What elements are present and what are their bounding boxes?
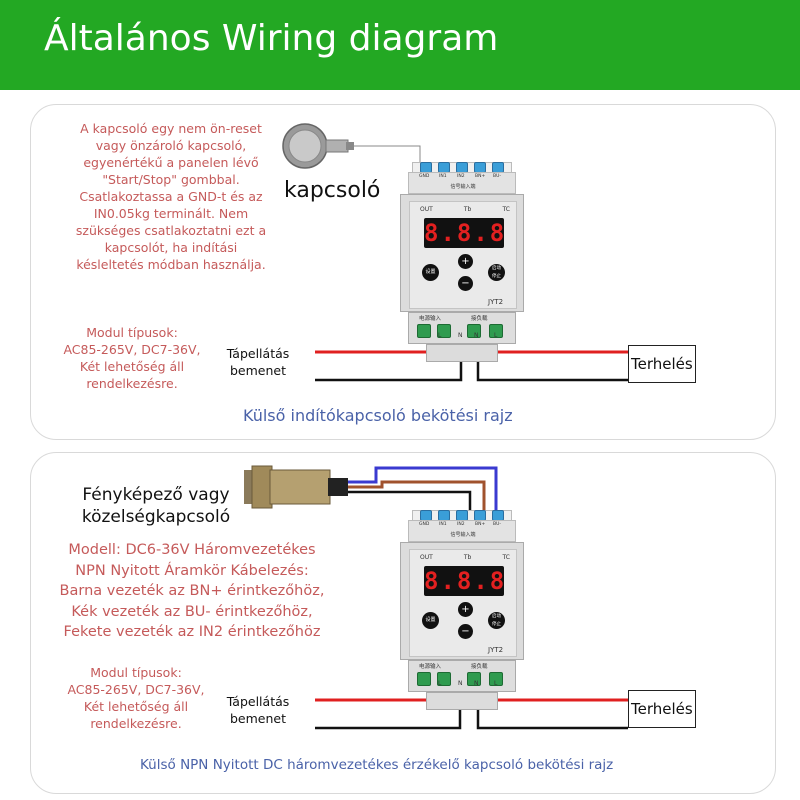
- terminal-n-out: [467, 672, 481, 686]
- terminal-l-out: [489, 672, 503, 686]
- terminal-label: IN2: [457, 174, 465, 179]
- power-input-cn-label: 电源输入: [419, 316, 442, 322]
- caption-switch-wiring: Külső indítókapcsoló bekötési rajz: [243, 406, 513, 425]
- load-out-cn-label: 接负载: [471, 316, 488, 322]
- load-out-cn-label: 接负载: [471, 664, 488, 670]
- terminal-letter: L: [494, 680, 498, 687]
- terminal-label: BN+: [475, 522, 486, 527]
- led-display: 8.8.8: [424, 566, 504, 596]
- model-label: JYT2: [488, 298, 504, 306]
- led-tc-label: TC: [502, 206, 510, 213]
- led-display: 8.8.8: [424, 218, 504, 248]
- led-tc-label: TC: [502, 554, 510, 561]
- terminal-letter: L: [438, 332, 442, 339]
- terminal-letter: N: [474, 680, 479, 687]
- model-label: JYT2: [488, 646, 504, 654]
- set-button: 设置: [422, 612, 439, 629]
- power-input-label: Tápellátás bemenet: [226, 694, 290, 726]
- terminal-letter: N: [474, 332, 479, 339]
- terminal-label: BU-: [493, 174, 502, 179]
- terminal-letter: L: [494, 332, 498, 339]
- terminal-letter: L: [438, 680, 442, 687]
- module-types-note: Modul típusok: AC85-265V, DC7-36V, Két l…: [67, 665, 205, 731]
- sensor-label: Fényképező vagy közelségkapcsoló: [81, 485, 231, 527]
- header-banner: Általános Wiring diagram: [0, 0, 800, 90]
- load-label: Terhelés: [631, 355, 693, 373]
- caption-sensor-wiring: Külső NPN Nyitott DC háromvezetékes érzé…: [140, 757, 614, 773]
- page-title: Általános Wiring diagram: [44, 18, 499, 59]
- terminal-l-in: [417, 324, 431, 338]
- device-face: OUT Tb TC 8.8.8 设置 + − 启动 停止 JYT2: [409, 201, 517, 309]
- proximity-sensor-icon: [244, 465, 348, 509]
- device-face: OUT Tb TC 8.8.8 设置 + − 启动 停止 JYT2: [409, 549, 517, 657]
- load-box: Terhelés: [628, 690, 696, 728]
- timer-relay-module: GND IN1 IN2 BN+ BU- 信号输入端 OUT Tb TC 8.8.…: [400, 162, 524, 372]
- terminal-label: IN1: [439, 174, 447, 179]
- set-button: 设置: [422, 264, 439, 281]
- terminal-label: BN+: [475, 174, 486, 179]
- terminal-label: IN2: [457, 522, 465, 527]
- terminal-label: GND: [419, 174, 430, 179]
- module-types-note: Modul típusok: AC85-265V, DC7-36V, Két l…: [63, 325, 201, 391]
- load-box: Terhelés: [628, 345, 696, 383]
- terminal-l-in: [417, 672, 431, 686]
- terminal-letter: N: [458, 332, 463, 339]
- switch-button-icon: [282, 123, 354, 169]
- led-tb-label: Tb: [463, 554, 472, 561]
- plus-button: +: [458, 602, 473, 617]
- display-digits: 8.8.8: [424, 567, 507, 595]
- plus-button: +: [458, 254, 473, 269]
- terminal-label: IN1: [439, 522, 447, 527]
- power-input-cn-label: 电源输入: [419, 664, 442, 670]
- signal-input-label: 信号输入端: [450, 532, 476, 538]
- load-label: Terhelés: [631, 700, 693, 718]
- sensor-wiring-note: Modell: DC6-36V Háromvezetékes NPN Nyito…: [59, 542, 325, 640]
- signal-input-label: 信号输入端: [450, 184, 476, 190]
- start-stop-button: 启动 停止: [488, 264, 505, 281]
- switch-label: kapcsoló: [284, 178, 381, 203]
- terminal-label: BU-: [493, 522, 502, 527]
- terminal-letter: N: [458, 680, 463, 687]
- terminal-n-in: [437, 324, 451, 338]
- switch-description: A kapcsoló egy nem ön-reset vagy önzárol…: [75, 121, 267, 272]
- terminal-label: GND: [419, 522, 430, 527]
- minus-button: −: [458, 624, 473, 639]
- minus-button: −: [458, 276, 473, 291]
- terminal-n-out: [467, 324, 481, 338]
- start-stop-button: 启动 停止: [488, 612, 505, 629]
- display-digits: 8.8.8: [424, 219, 507, 247]
- timer-relay-module: GND IN1 IN2 BN+ BU- 信号输入端 OUT Tb TC 8.8.…: [400, 510, 524, 720]
- led-out-label: OUT: [420, 206, 433, 213]
- led-out-label: OUT: [420, 554, 433, 561]
- power-input-label: Tápellátás bemenet: [226, 346, 290, 378]
- terminal-l-out: [489, 324, 503, 338]
- terminal-n-in: [437, 672, 451, 686]
- led-tb-label: Tb: [463, 206, 472, 213]
